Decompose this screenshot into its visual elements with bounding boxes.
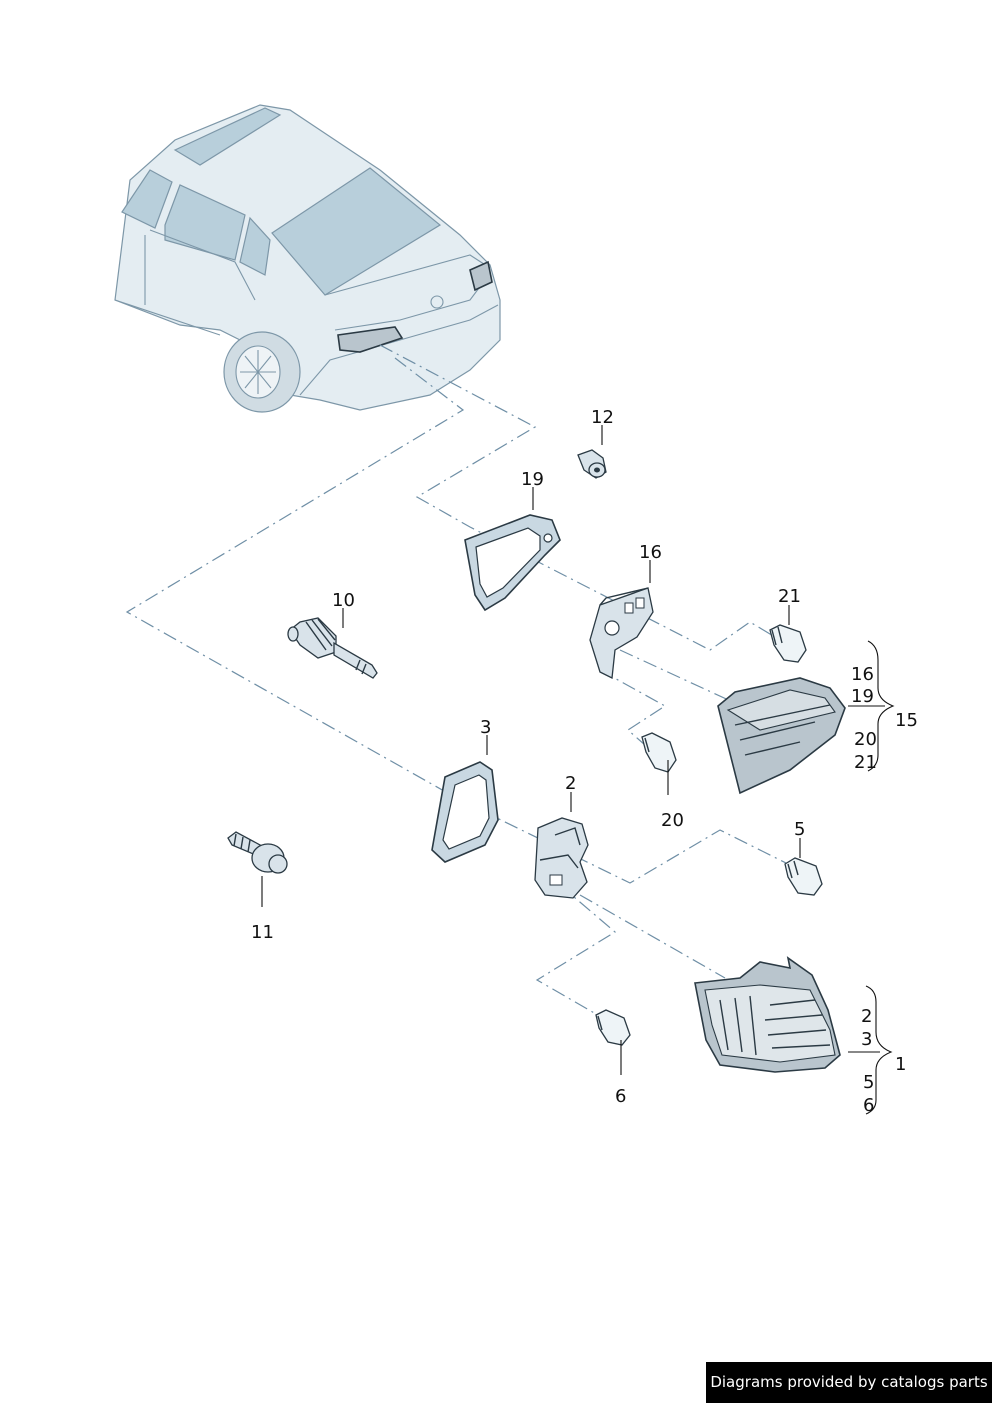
part-10-stud xyxy=(287,617,378,679)
group15-item-16: 16 xyxy=(851,664,874,685)
leader-lines xyxy=(261,425,885,1075)
part-11-bolt xyxy=(227,831,288,874)
callout-3: 3 xyxy=(480,717,491,738)
callout-16: 16 xyxy=(639,542,662,563)
group1-item-3: 3 xyxy=(861,1029,872,1050)
callout-5: 5 xyxy=(794,819,805,840)
group15-item-20: 20 xyxy=(854,729,877,750)
assembly-lines xyxy=(125,344,791,1019)
callout-20: 20 xyxy=(661,810,684,831)
group1-label: 1 xyxy=(895,1054,906,1075)
part-20-bulb xyxy=(641,732,677,773)
part-16-bulb-holder xyxy=(589,587,654,680)
callout-numbers: 12 19 16 10 21 3 2 20 5 11 6 16 19 15 20… xyxy=(251,407,918,1116)
part-3-gasket xyxy=(431,761,499,863)
part-5-bulb xyxy=(784,857,823,896)
callout-6: 6 xyxy=(615,1086,626,1107)
group15-item-21: 21 xyxy=(854,752,877,773)
part-15-inner-tail-lamp xyxy=(717,677,846,795)
group15-item-19: 19 xyxy=(851,686,874,707)
callout-11: 11 xyxy=(251,922,274,943)
brace-group-1 xyxy=(865,985,893,1115)
callout-19: 19 xyxy=(521,469,544,490)
group1-item-5: 5 xyxy=(863,1072,874,1093)
car-illustration xyxy=(114,104,501,413)
group15-label: 15 xyxy=(895,710,918,731)
callout-21: 21 xyxy=(778,586,801,607)
group1-item-2: 2 xyxy=(861,1006,872,1027)
credit-banner: Diagrams provided by catalogs parts xyxy=(706,1362,992,1403)
callout-12: 12 xyxy=(591,407,614,428)
callout-10: 10 xyxy=(332,590,355,611)
group1-item-6: 6 xyxy=(863,1095,874,1116)
brace-group-15 xyxy=(867,640,895,772)
callout-2: 2 xyxy=(565,773,576,794)
part-1-outer-tail-lamp xyxy=(694,956,841,1073)
part-19-gasket xyxy=(464,514,561,612)
part-12-clip xyxy=(577,449,607,479)
part-21-bulb xyxy=(769,624,807,663)
part-2-bulb-holder xyxy=(534,817,589,899)
part-6-bulb xyxy=(595,1009,631,1046)
